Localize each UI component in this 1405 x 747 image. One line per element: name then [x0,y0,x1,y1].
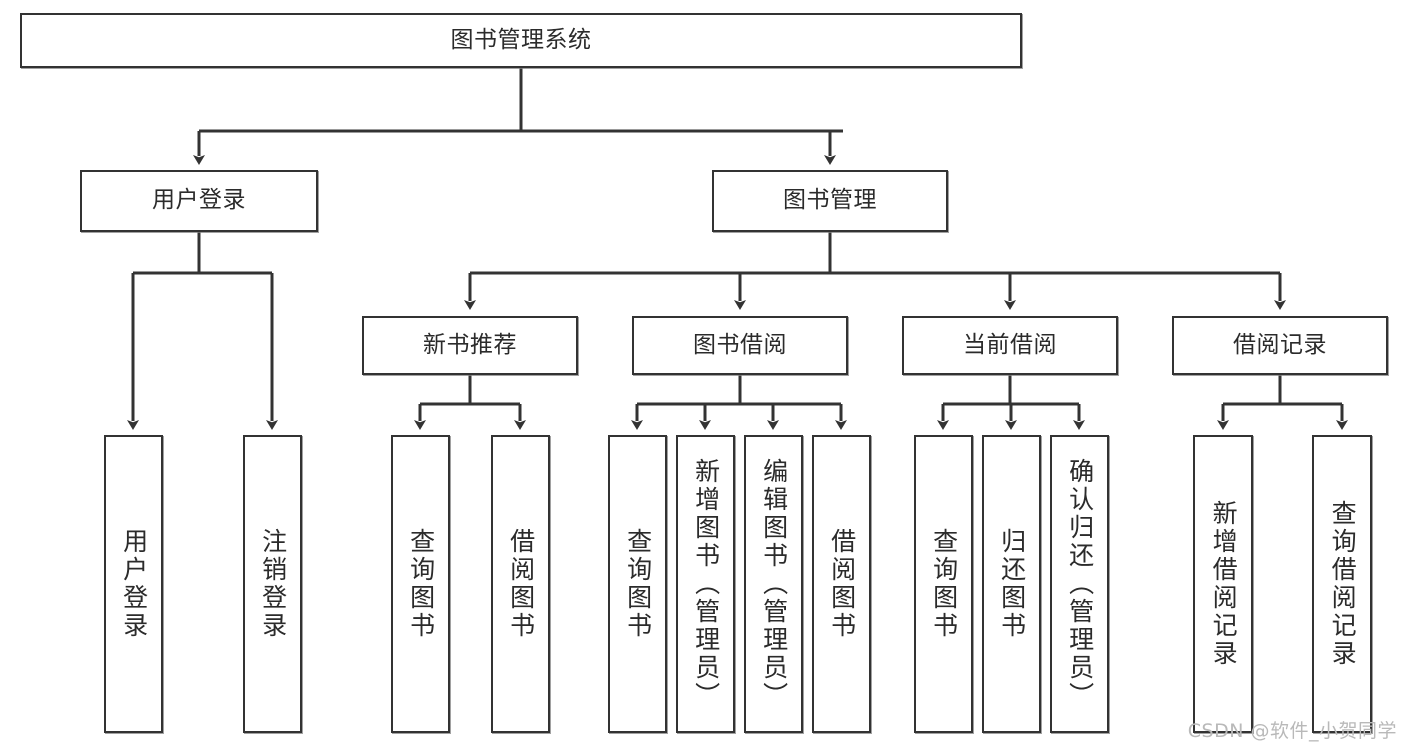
node-user-login[interactable]: 用户登录 [80,170,318,232]
watermark-text: CSDN @软件_小贺同学 [1187,720,1397,742]
node-current-borrow[interactable]: 当前借阅 [902,316,1118,375]
node-book-management[interactable]: 图书管理 [712,170,948,232]
node-label: 借阅图书 [506,528,536,640]
leaf-borrow-add-book-admin[interactable]: 新增图书（管理员） [676,435,735,733]
node-book-borrow[interactable]: 图书借阅 [632,316,848,375]
leaf-borrow-edit-book-admin[interactable]: 编辑图书（管理员） [744,435,803,733]
node-label: 查询借阅记录 [1328,500,1358,668]
node-label: 图书管理 [783,187,877,214]
node-label: 归还图书 [997,528,1027,640]
leaf-current-query-book[interactable]: 查询图书 [914,435,973,733]
node-new-book-recommend[interactable]: 新书推荐 [362,316,578,375]
node-label: 当前借阅 [963,331,1057,358]
node-label: 查询图书 [929,528,959,640]
node-label: 确认归还（管理员） [1065,458,1095,710]
node-label: 查询图书 [623,528,653,640]
node-borrow-records[interactable]: 借阅记录 [1172,316,1388,375]
node-label: 图书管理系统 [450,26,592,53]
node-label: 用户登录 [152,187,246,214]
leaf-recommend-query-book[interactable]: 查询图书 [391,435,450,733]
node-root-system[interactable]: 图书管理系统 [20,13,1022,68]
node-label: 借阅图书 [827,528,857,640]
leaf-current-return-book[interactable]: 归还图书 [982,435,1041,733]
node-label: 新增图书（管理员） [691,458,721,710]
node-label: 新增借阅记录 [1209,500,1239,668]
leaf-current-confirm-return-admin[interactable]: 确认归还（管理员） [1050,435,1109,733]
leaf-borrow-query-book[interactable]: 查询图书 [608,435,667,733]
leaf-recommend-borrow-book[interactable]: 借阅图书 [491,435,550,733]
node-label: 注销登录 [258,528,288,640]
leaf-records-add-record[interactable]: 新增借阅记录 [1193,435,1253,733]
leaf-borrow-borrow-book[interactable]: 借阅图书 [812,435,871,733]
node-label: 用户登录 [119,528,149,640]
leaf-user-login-logout[interactable]: 注销登录 [243,435,302,733]
leaf-records-query-record[interactable]: 查询借阅记录 [1312,435,1372,733]
node-label: 新书推荐 [423,331,517,358]
leaf-user-login-login[interactable]: 用户登录 [104,435,163,733]
node-label: 查询图书 [406,528,436,640]
node-label: 借阅记录 [1233,331,1327,358]
node-label: 编辑图书（管理员） [759,458,789,710]
node-label: 图书借阅 [693,331,787,358]
